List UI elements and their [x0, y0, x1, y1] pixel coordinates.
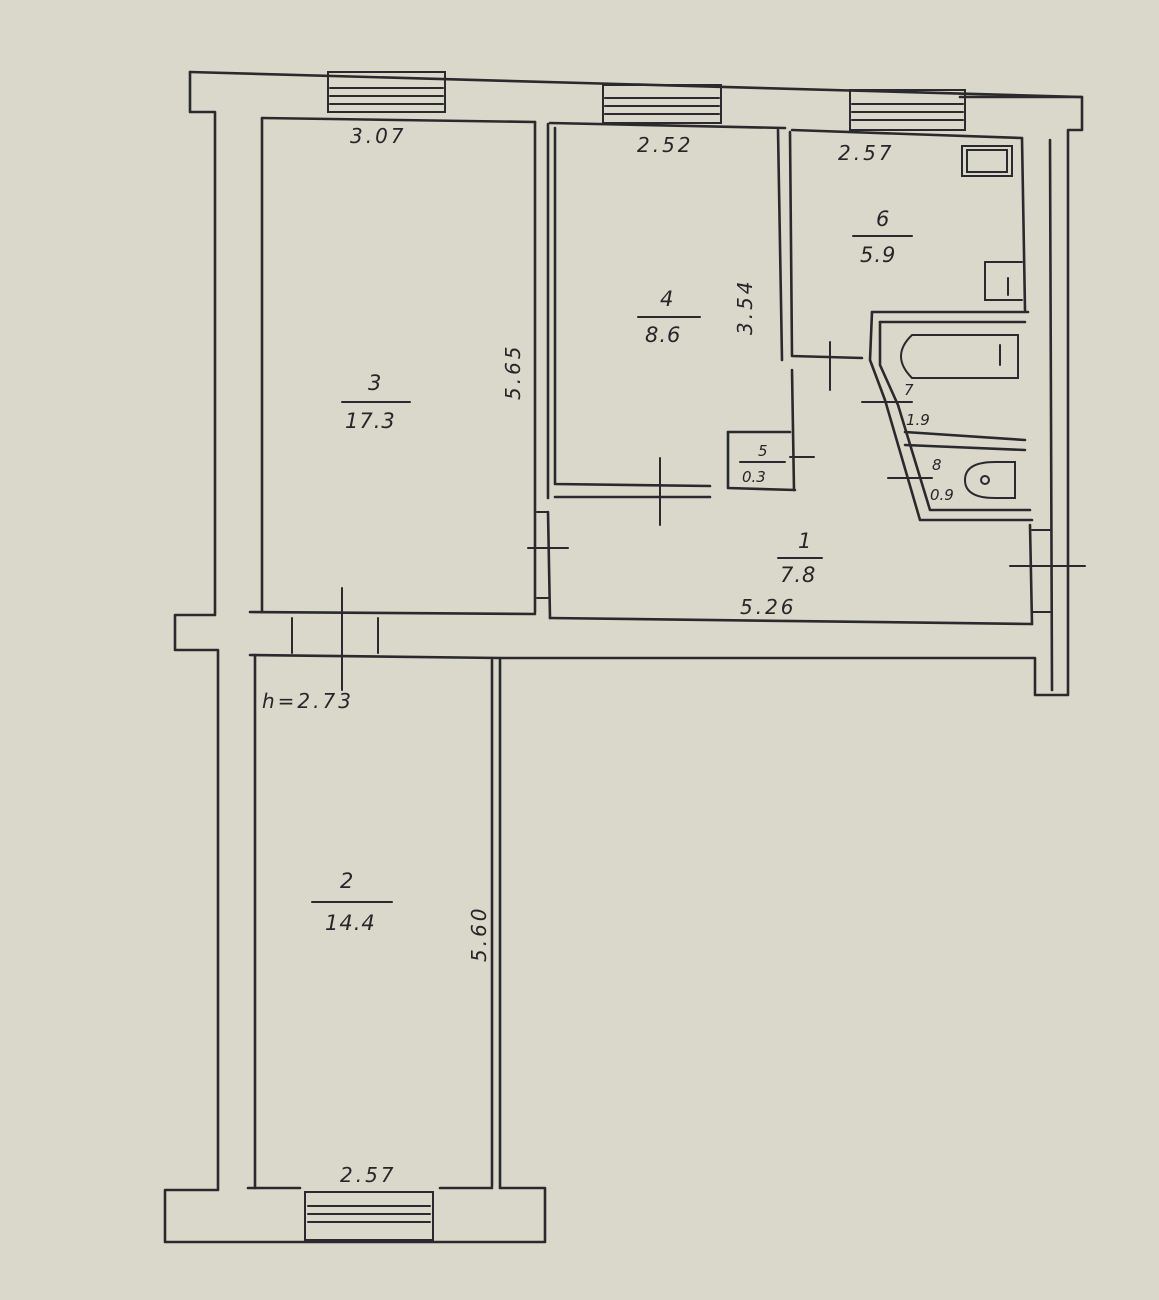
room-area: 14.4	[325, 911, 376, 935]
room-number: 6	[876, 207, 889, 231]
dimension-room2-width: 2.57	[340, 1163, 397, 1187]
room-label-1: 1 7.8	[777, 529, 823, 587]
dimension-room3-width: 3.07	[350, 124, 407, 148]
dimension-labels: 3.07 5.65 2.52 3.54 2.57 5.26 5.60 2.57 …	[262, 124, 895, 1187]
room-number: 8	[932, 456, 942, 474]
dimension-room1-length: 5.26	[740, 595, 797, 619]
doors	[291, 341, 1086, 691]
bathtub-icon	[900, 334, 1019, 379]
window-room4	[602, 84, 722, 124]
room-area: 0.9	[930, 486, 954, 504]
room-number: 2	[340, 869, 353, 893]
toilet-icon	[963, 461, 1016, 499]
room-label-4: 4 8.6	[637, 287, 701, 347]
door-room3-room1	[527, 511, 569, 599]
exterior-walls	[163, 70, 1084, 1244]
dimension-room6-width: 2.57	[838, 141, 895, 165]
interior-walls	[248, 120, 1034, 1188]
door-room3-corridor	[291, 587, 379, 691]
room-labels: 1 7.8 2 14.4 3 17.3 4 8.6 5 0.3 6 5.9	[311, 207, 954, 935]
room-label-8: 8 0.9	[930, 456, 954, 504]
room-number: 7	[904, 381, 914, 399]
room-area: 5.9	[860, 243, 896, 267]
room-area: 1.9	[906, 411, 930, 429]
window-room2	[304, 1191, 434, 1241]
room-number: 4	[660, 287, 673, 311]
ceiling-height-label: h=2.73	[262, 689, 354, 713]
room-number: 1	[798, 529, 811, 553]
window-room6	[849, 89, 966, 131]
room-label-7: 7 1.9	[904, 381, 930, 429]
room-label-2: 2 14.4	[311, 869, 393, 935]
dimension-room2-length: 5.60	[467, 905, 491, 962]
entrance-door	[1009, 529, 1086, 613]
room-area: 0.3	[742, 468, 766, 486]
dimension-room3-length: 5.65	[501, 343, 525, 400]
stove-icon	[961, 145, 1013, 177]
windows	[304, 71, 966, 1241]
room-area: 8.6	[645, 323, 681, 347]
room-label-5: 5 0.3	[739, 442, 786, 486]
room-number: 5	[758, 442, 768, 460]
room-area: 7.8	[780, 563, 816, 587]
dimension-room4-width: 2.52	[637, 133, 694, 157]
dimension-room4-length: 3.54	[733, 278, 757, 335]
room-label-6: 6 5.9	[852, 207, 913, 267]
room-number: 3	[368, 371, 381, 395]
room-area: 17.3	[345, 409, 396, 433]
window-room3	[327, 71, 446, 113]
room-label-3: 3 17.3	[341, 371, 411, 433]
fixtures	[900, 145, 1019, 499]
